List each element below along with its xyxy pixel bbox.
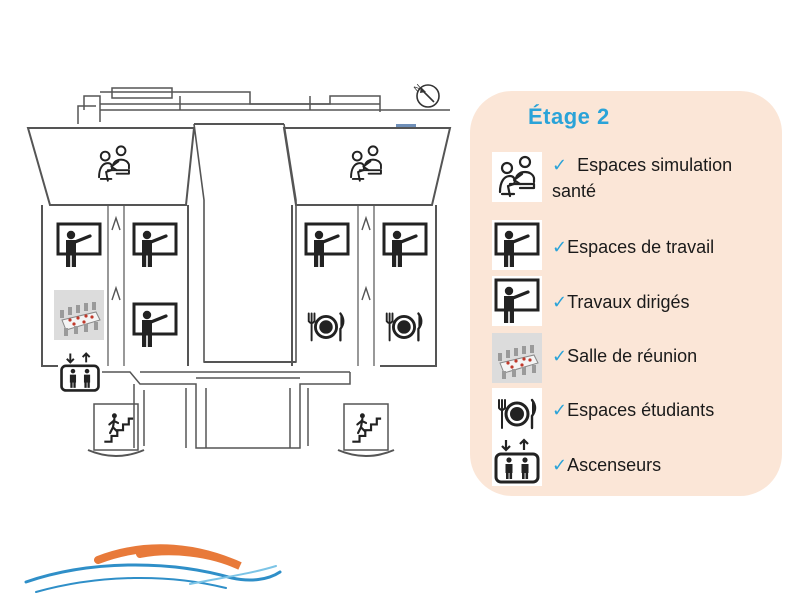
room-student-right-2 xyxy=(385,312,423,342)
elevator-icon xyxy=(58,352,102,394)
legend-label: Espaces étudiants xyxy=(567,400,715,420)
compass-icon xyxy=(416,84,440,108)
legend-label: Espaces de travail xyxy=(567,237,715,257)
meeting-table-icon xyxy=(492,333,542,383)
building-outline xyxy=(26,87,452,457)
check-icon: ✓ xyxy=(552,455,568,475)
elevator-icon xyxy=(492,436,542,486)
legend-label: Travaux dirigés xyxy=(567,292,690,312)
room-work-left-2 xyxy=(128,208,182,274)
legend-label: Espaces simulation santé xyxy=(552,155,733,201)
check-icon: ✓ xyxy=(552,237,568,257)
waves-logo-icon xyxy=(24,544,282,593)
room-simulation-left xyxy=(98,145,130,182)
compass-label: N xyxy=(412,82,423,94)
simulation-icon xyxy=(492,152,542,202)
presenter-board-icon xyxy=(492,276,542,326)
presenter-board-icon xyxy=(492,220,542,270)
stairs-icon xyxy=(351,412,383,443)
room-work-right-1 xyxy=(300,208,354,274)
legend-label: Salle de réunion xyxy=(567,346,698,366)
room-work-left-1 xyxy=(52,208,106,274)
check-icon: ✓ xyxy=(552,346,568,366)
plate-cutlery-icon xyxy=(492,388,542,438)
legend-title: Étage 2 xyxy=(528,104,610,129)
legend-label: Ascenseurs xyxy=(567,455,662,475)
room-work-right-2 xyxy=(378,208,432,274)
check-icon: ✓ xyxy=(552,292,568,312)
room-tutorial-left xyxy=(128,290,182,356)
room-simulation-right xyxy=(350,145,382,182)
check-icon: ✓ xyxy=(552,155,568,175)
stairs-icon xyxy=(103,412,135,443)
room-student-right-1 xyxy=(307,312,345,342)
room-meeting-left xyxy=(54,290,104,340)
check-icon: ✓ xyxy=(552,400,568,420)
